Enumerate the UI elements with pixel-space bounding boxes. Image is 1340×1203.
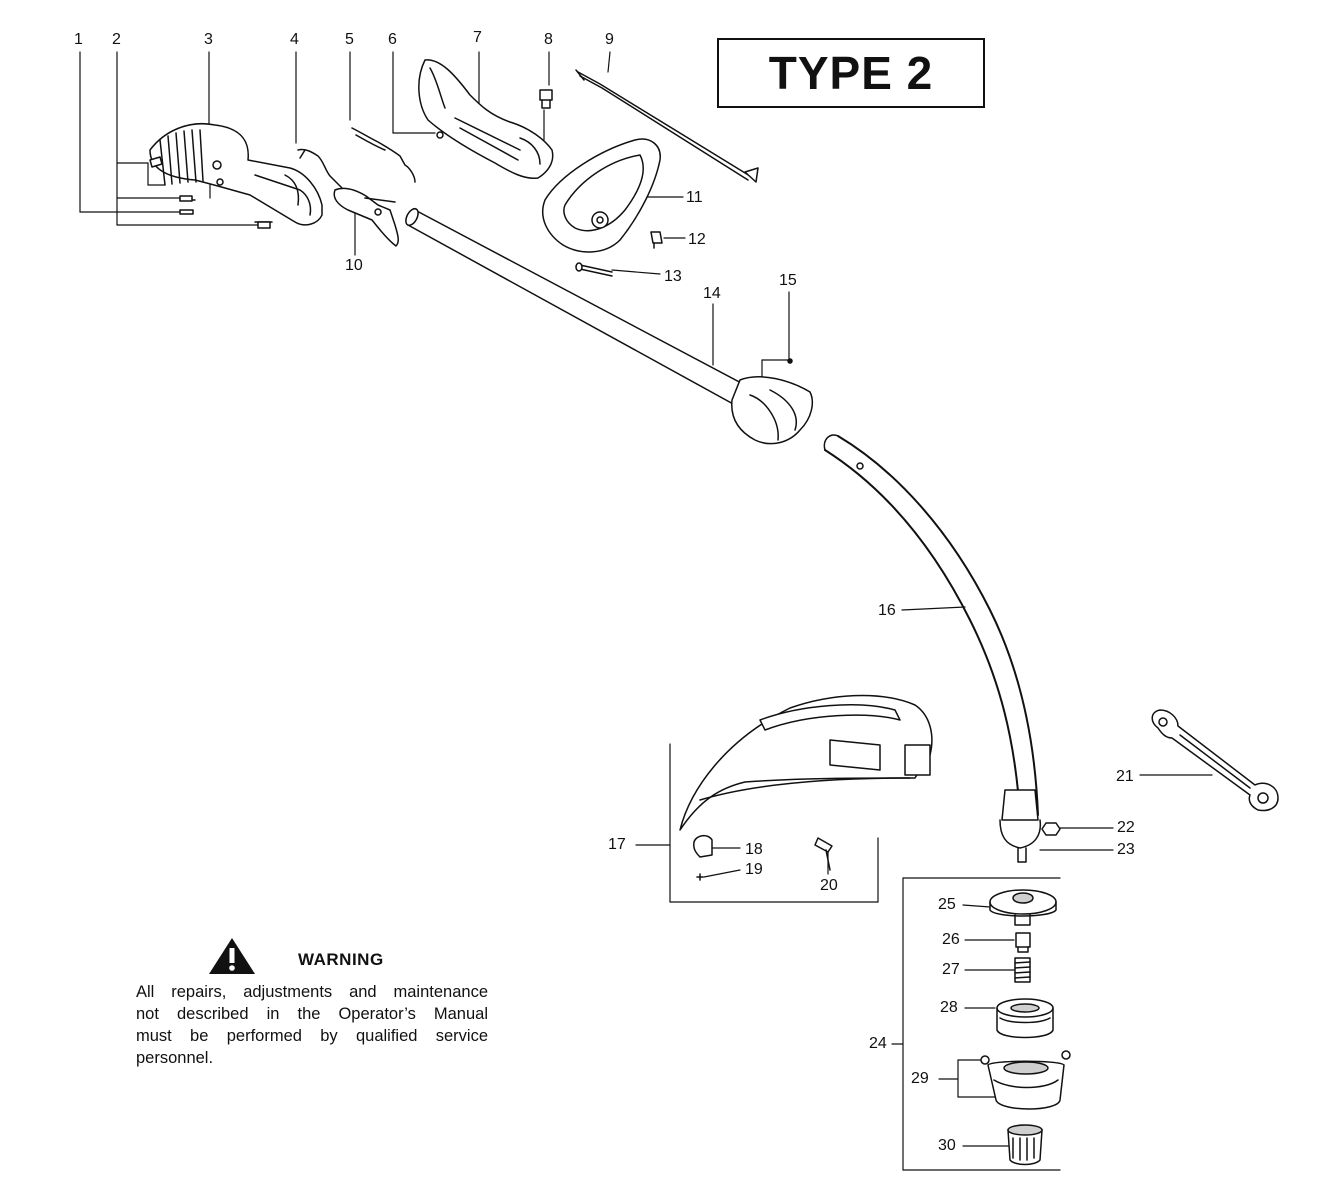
warning-text: All repairs, adjustments and maintenance… [136, 981, 488, 1069]
line-spool-part [996, 998, 1054, 1039]
callout-15: 15 [779, 272, 797, 289]
spool-housing-part [989, 889, 1057, 926]
upper-shaft-part [405, 207, 746, 406]
warning-icon [209, 938, 255, 974]
callout-23: 23 [1117, 841, 1135, 858]
callout-2: 2 [112, 31, 121, 48]
warning-line: not described in the Operator’s Manual [136, 1005, 488, 1023]
shaft-coupler-part [731, 358, 813, 445]
throttle-trigger-part [333, 187, 399, 247]
callout-30: 30 [938, 1137, 956, 1154]
leader-lines [79, 51, 1213, 1171]
callout-25: 25 [938, 896, 956, 913]
callout-12: 12 [688, 231, 706, 248]
callout-27: 27 [942, 961, 960, 978]
callout-20: 20 [820, 877, 838, 894]
callout-26: 26 [942, 931, 960, 948]
callout-19: 19 [745, 861, 763, 878]
type-label: TYPE 2 [768, 47, 934, 99]
engine-housing-part [149, 123, 323, 226]
screw-part [539, 89, 553, 109]
callout-22: 22 [1117, 819, 1135, 836]
callout-24: 24 [869, 1035, 887, 1052]
callout-3: 3 [204, 31, 213, 48]
lower-shaft-part [823, 434, 1042, 863]
throttle-link-part [351, 127, 416, 183]
callout-10: 10 [345, 257, 363, 274]
callout-18: 18 [745, 841, 763, 858]
callout-6: 6 [388, 31, 397, 48]
callout-9: 9 [605, 31, 614, 48]
spool-cover-part [980, 1050, 1071, 1110]
warning-line: must be performed by qualified service [136, 1027, 488, 1045]
housing-screws-parts [149, 156, 271, 229]
callout-1: 1 [74, 31, 83, 48]
callout-7: 7 [473, 29, 482, 46]
warning-line: personnel. [136, 1049, 214, 1067]
spool-spring-part [1014, 957, 1031, 983]
warning-title: WARNING [298, 950, 384, 969]
trimmer-shield-part [679, 694, 933, 831]
callout-16: 16 [878, 602, 896, 619]
callout-28: 28 [940, 999, 958, 1016]
callout-11: 11 [686, 189, 703, 206]
callout-29: 29 [911, 1070, 929, 1087]
bump-knob-part [1007, 1124, 1043, 1166]
throttle-cable-part [575, 69, 759, 183]
shield-hardware-parts [693, 834, 833, 881]
type-label-box: TYPE 2 [717, 38, 985, 108]
callout-8: 8 [544, 31, 553, 48]
nut-screw-parts [1041, 822, 1061, 836]
callout-14: 14 [703, 285, 721, 302]
wrench-part [1151, 709, 1279, 812]
callout-5: 5 [345, 31, 354, 48]
handle-grip-part [418, 59, 554, 180]
spool-bolt-part [1015, 932, 1031, 953]
knob-bolt-part [650, 231, 663, 249]
warning-line: All repairs, adjustments and maintenance [136, 983, 488, 1001]
long-screw-part [575, 262, 613, 277]
callout-4: 4 [290, 31, 299, 48]
assist-handle-part [542, 138, 661, 253]
spring-part [297, 148, 343, 189]
callout-21: 21 [1116, 768, 1134, 785]
callout-17: 17 [608, 836, 626, 853]
callout-13: 13 [664, 268, 682, 285]
